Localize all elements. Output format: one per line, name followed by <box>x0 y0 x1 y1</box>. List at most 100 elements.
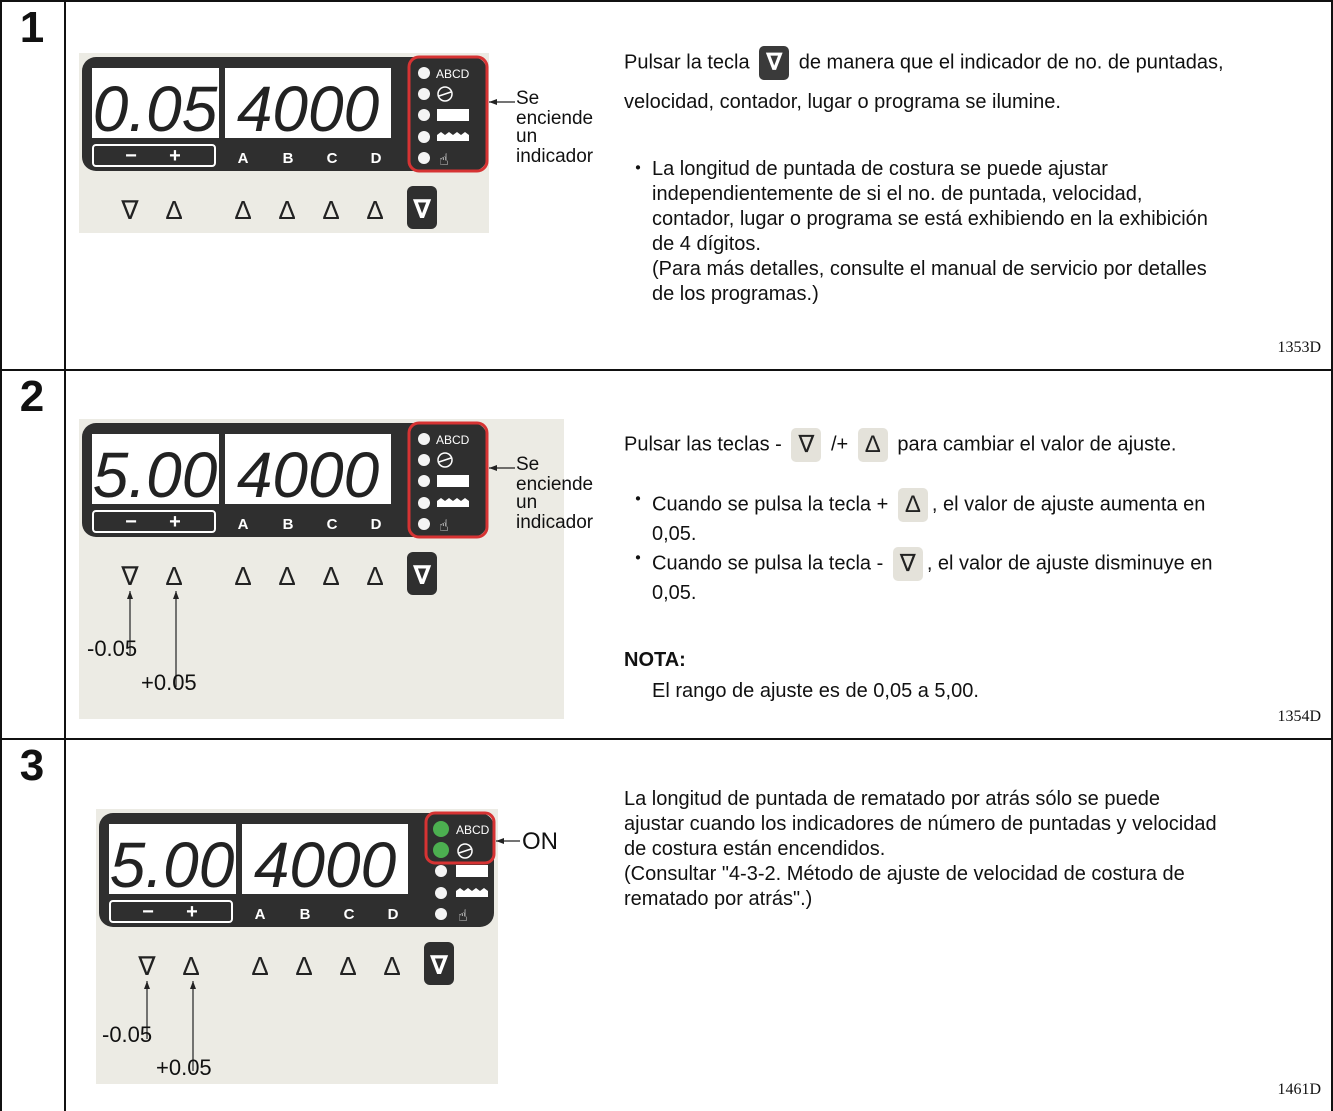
led-counter <box>435 865 447 877</box>
plus-key-icon: Δ <box>857 428 888 462</box>
svg-text:indicador: indicador <box>516 512 594 533</box>
label-d: D <box>388 906 399 923</box>
plus-step-label: +0.05 <box>156 1055 212 1080</box>
label-b: B <box>300 906 311 923</box>
plus-step-label: +0.05 <box>141 670 197 695</box>
led-abcd <box>418 67 430 79</box>
minus-label: − <box>125 145 137 167</box>
on-callout: ON <box>522 828 558 855</box>
minus-key[interactable]: ∇ <box>137 951 156 981</box>
indicator-highlight <box>424 811 496 865</box>
four-digit-display: 4000 <box>254 829 397 901</box>
four-digit-display: 4000 <box>237 439 380 511</box>
step-number: 3 <box>19 741 45 790</box>
led-program <box>435 908 447 920</box>
bullet-decrease: ・ Cuando se pulsa la tecla - ∇, el valor… <box>628 547 1213 604</box>
counter-icon <box>456 865 488 877</box>
svg-text:Se: Se <box>516 454 539 475</box>
callout-line1: Se <box>516 88 539 109</box>
callout-line3: un <box>516 126 537 147</box>
speed-icon <box>437 452 453 468</box>
led-program <box>418 152 430 164</box>
minus-label: − <box>142 901 154 923</box>
note-text: El rango de ajuste es de 0,05 a 5,00. <box>652 680 979 702</box>
label-c: C <box>327 150 338 167</box>
abcd-icon: ABCD <box>436 67 470 81</box>
four-digit-display: 4000 <box>237 73 380 145</box>
plus-key[interactable]: Δ <box>165 195 182 225</box>
svg-text:un: un <box>516 492 537 513</box>
key-a[interactable]: Δ <box>234 195 251 225</box>
plus-label: + <box>186 901 198 923</box>
select-key[interactable]: ∇ <box>413 194 432 224</box>
instruction-line: Pulsar las teclas - ∇ /+ Δ para cambiar … <box>624 428 1213 462</box>
led-speed <box>418 454 430 466</box>
step-number-cell: 2 <box>2 371 66 738</box>
label-b: B <box>283 150 294 167</box>
callout-line4: indicador <box>516 146 594 167</box>
step-row-3: 3 5.00 4000 − + A B C D ABCD ☝ <box>0 738 1333 1111</box>
stitch-length-display: 0.05 <box>93 73 218 145</box>
instruction-text: Pulsar las teclas - ∇ /+ Δ para cambiar … <box>624 428 1213 704</box>
instruction-text: La longitud de puntada de rematado por a… <box>624 788 1217 910</box>
label-d: D <box>371 516 382 533</box>
key-d[interactable]: Δ <box>366 561 383 591</box>
operation-panel: 0.05 4000 − + A B C D ABCD ☝ Se enciende <box>79 53 594 233</box>
led-counter <box>418 475 430 487</box>
plus-label: + <box>169 511 181 533</box>
counter-icon <box>437 475 469 487</box>
key-c[interactable]: Δ <box>322 561 339 591</box>
key-a[interactable]: Δ <box>234 561 251 591</box>
key-d[interactable]: Δ <box>366 195 383 225</box>
note-title: NOTA: <box>624 649 686 671</box>
step-number: 1 <box>19 3 45 52</box>
key-c[interactable]: Δ <box>339 951 356 981</box>
key-b[interactable]: Δ <box>278 561 295 591</box>
label-b: B <box>283 516 294 533</box>
minus-key[interactable]: ∇ <box>120 195 139 225</box>
led-speed <box>418 88 430 100</box>
callout-line2: enciende <box>516 108 593 129</box>
select-key[interactable]: ∇ <box>413 560 432 590</box>
plus-key[interactable]: Δ <box>182 951 199 981</box>
program-icon: ☝ <box>439 518 449 535</box>
label-a: A <box>255 906 266 923</box>
key-c[interactable]: Δ <box>322 195 339 225</box>
key-b[interactable]: Δ <box>278 195 295 225</box>
instruction-text: Pulsar la tecla ∇ de manera que el indic… <box>624 46 1224 307</box>
figure-code: 1461D <box>1277 1081 1321 1098</box>
plus-key[interactable]: Δ <box>165 561 182 591</box>
key-a[interactable]: Δ <box>251 951 268 981</box>
operation-panel: 5.00 4000 − + A B C D ABCD ☝ Se enciende <box>79 419 594 719</box>
minus-key-icon: ∇ <box>791 428 822 462</box>
abcd-icon: ABCD <box>456 823 490 837</box>
label-c: C <box>344 906 355 923</box>
step-number-cell: 1 <box>2 2 66 369</box>
led-position <box>418 131 430 143</box>
minus-key[interactable]: ∇ <box>120 561 139 591</box>
speed-icon <box>457 843 473 859</box>
minus-step-label: -0.05 <box>102 1022 152 1047</box>
step-number-cell: 3 <box>2 740 66 1111</box>
instruction-line: Pulsar la tecla ∇ de manera que el indic… <box>624 46 1224 80</box>
instruction-line2: velocidad, contador, lugar o programa se… <box>624 91 1061 113</box>
speed-icon <box>437 86 453 102</box>
position-icon <box>437 132 469 141</box>
indicator-highlight <box>407 55 489 173</box>
figure-code: 1354D <box>1277 708 1321 725</box>
step-number: 2 <box>19 372 45 421</box>
key-d[interactable]: Δ <box>383 951 400 981</box>
figure-code: 1353D <box>1277 339 1321 356</box>
led-position <box>418 497 430 509</box>
step-row-1: 1 0.05 4000 − + A B C D ABCD ☝ <box>0 0 1333 371</box>
led-position <box>435 887 447 899</box>
label-c: C <box>327 516 338 533</box>
stitch-length-display: 5.00 <box>93 439 218 511</box>
program-icon: ☝ <box>439 152 449 169</box>
key-b[interactable]: Δ <box>295 951 312 981</box>
led-speed-on <box>433 842 449 858</box>
select-key[interactable]: ∇ <box>430 950 449 980</box>
operation-panel: 5.00 4000 − + A B C D ABCD ☝ ON ∇ Δ <box>96 809 558 1084</box>
note-bullet: ・ La longitud de puntada de costura se p… <box>628 158 1208 305</box>
